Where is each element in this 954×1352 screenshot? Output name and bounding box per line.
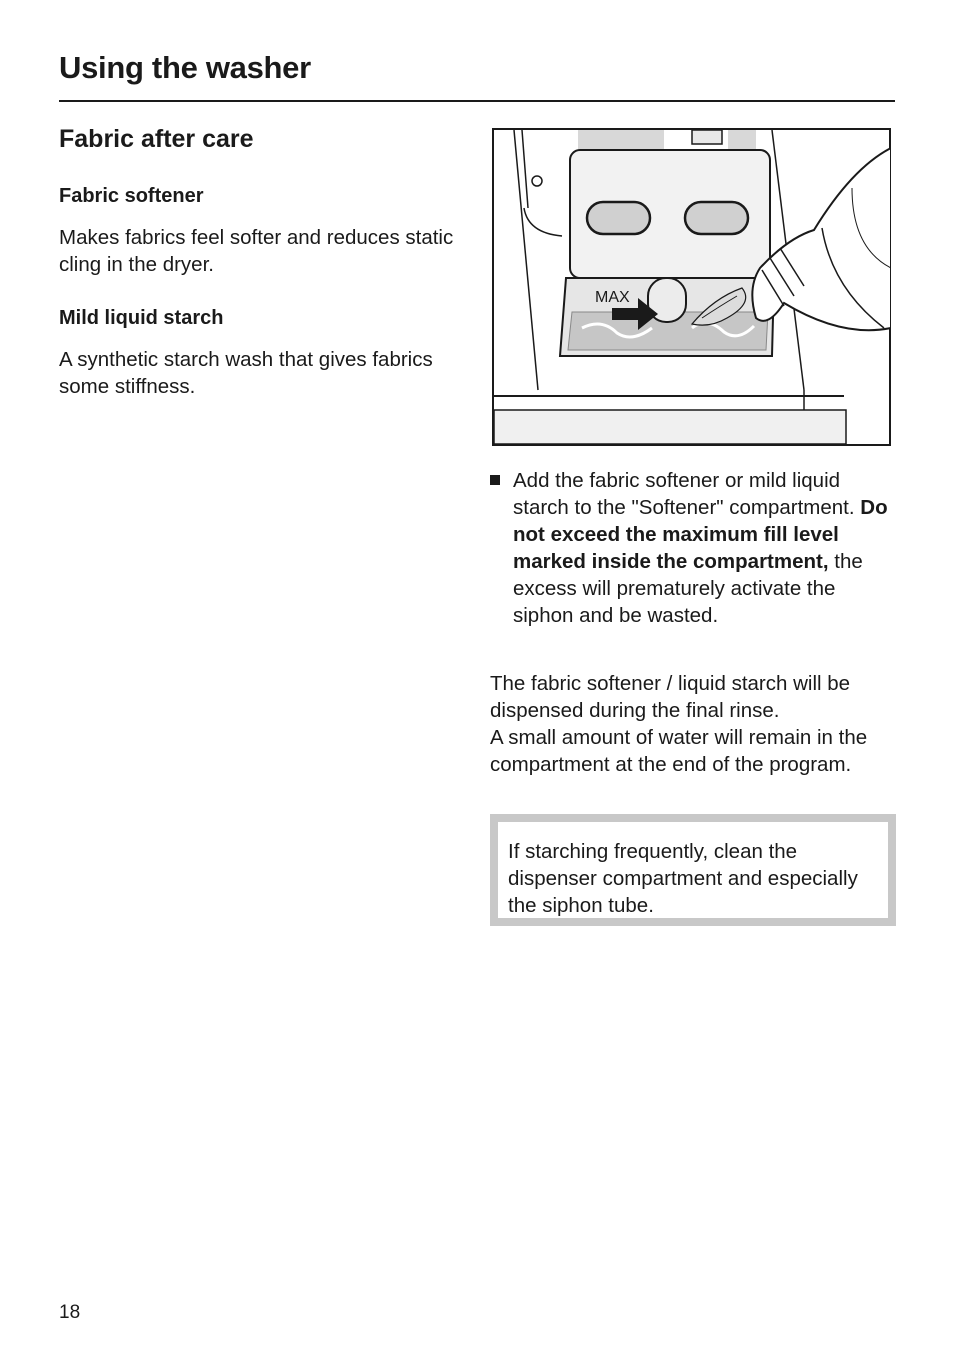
dispense-paragraph: The fabric softener / liquid starch will… — [490, 670, 900, 778]
dispense-text: The fabric softener / liquid starch will… — [490, 672, 851, 722]
page-title: Using the washer — [59, 50, 311, 85]
max-label: MAX — [595, 289, 630, 306]
title-rule — [59, 100, 895, 102]
residual-water-text: A small amount of water will remain in t… — [490, 726, 868, 776]
note-box: If starching frequently, clean the dispe… — [490, 814, 896, 926]
fabric-softener-heading: Fabric softener — [59, 185, 204, 207]
bullet-text-bold: Do not exceed the maximum fill level mar… — [513, 496, 888, 573]
page-number: 18 — [59, 1302, 81, 1323]
mild-starch-text: A synthetic starch wash that gives fabri… — [59, 348, 433, 398]
bullet-instruction: Add the fabric softener or mild liquid s… — [513, 467, 898, 629]
bullet-text-tail: the excess will prematurely activate the… — [513, 550, 863, 627]
mild-starch-heading: Mild liquid starch — [59, 307, 224, 329]
section-heading: Fabric after care — [59, 125, 254, 153]
fabric-softener-text: Makes fabrics feel softer and reduces st… — [59, 226, 454, 276]
note-text: If starching frequently, clean the dispe… — [498, 822, 888, 918]
bullet-marker — [490, 475, 500, 485]
dispenser-illustration: MAX — [492, 128, 891, 446]
bullet-text-plain: Add the fabric softener or mild liquid s… — [513, 469, 855, 519]
